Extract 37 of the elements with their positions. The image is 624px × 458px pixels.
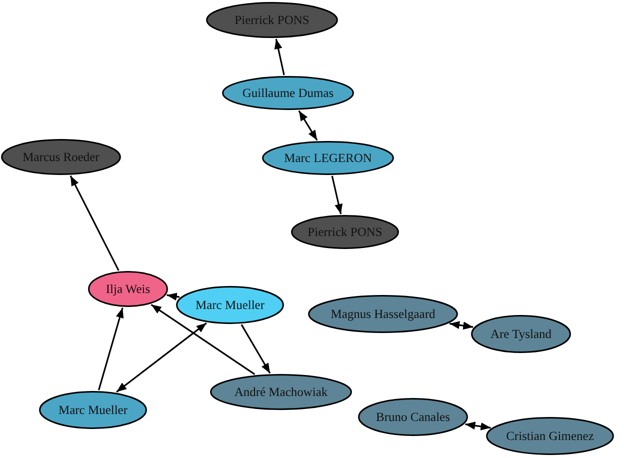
arrow xyxy=(274,38,285,76)
node-label: Pierrick PONS xyxy=(234,12,310,28)
ellipse-node xyxy=(39,391,147,429)
arrow xyxy=(449,321,474,330)
ellipse-node xyxy=(222,76,354,110)
arrow xyxy=(240,324,271,374)
ellipse-node xyxy=(486,417,614,455)
ellipse-node xyxy=(206,2,338,38)
arrow xyxy=(298,110,318,141)
node-label: André Machowiak xyxy=(234,384,328,400)
node-label: Bruno Canales xyxy=(376,410,450,424)
arrow xyxy=(116,322,207,393)
node-label: Are Tysland xyxy=(490,326,552,342)
ellipse-node xyxy=(471,315,571,353)
node-label: Cristian Gimenez xyxy=(506,428,594,444)
arrow xyxy=(70,175,120,271)
node-label: Pierrick PONS xyxy=(308,224,382,240)
ellipse-node xyxy=(358,398,468,436)
node-label: Marcus Roeder xyxy=(22,150,100,164)
node-label: Marc Mueller xyxy=(58,402,128,418)
arrow xyxy=(98,308,124,390)
arrow xyxy=(166,292,180,301)
arrow xyxy=(465,422,491,430)
ellipse-node xyxy=(262,141,394,175)
ellipse-node xyxy=(210,374,352,410)
arrow xyxy=(331,176,343,214)
ellipse-node xyxy=(1,139,121,175)
ellipse-node xyxy=(176,286,284,324)
ellipse-node xyxy=(88,271,168,307)
node-label: Guillaume Dumas xyxy=(242,86,334,100)
node-label: Magnus Hasselgaard xyxy=(330,306,436,322)
node-label: Marc LEGERON xyxy=(284,150,372,166)
arrow xyxy=(150,304,256,375)
node-label: Ilja Weis xyxy=(106,282,150,296)
ellipse-node xyxy=(308,295,458,333)
node-label: Marc Mueller xyxy=(195,298,265,312)
ellipse-node xyxy=(291,215,399,249)
